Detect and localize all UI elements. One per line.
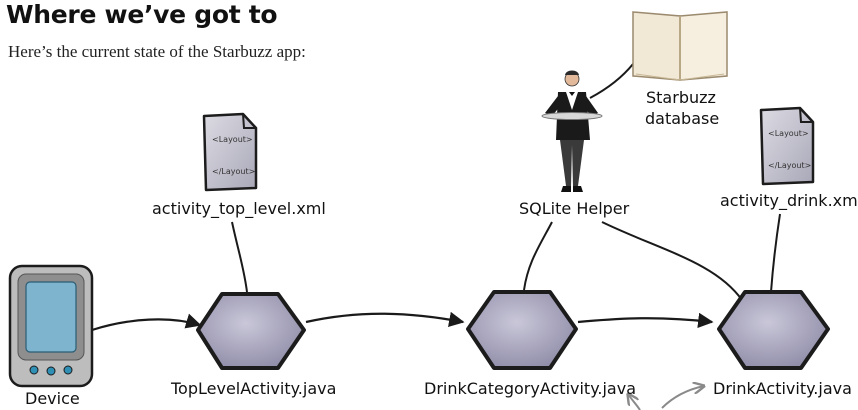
layout-close-tag: </Layout> (212, 167, 255, 176)
line-helper-to-category (523, 221, 553, 291)
line-drink-xml-to-drink-activity (770, 213, 781, 293)
drink-activity-label: DrinkActivity.java (713, 379, 852, 398)
top-level-activity-label: TopLevelActivity.java (171, 379, 337, 398)
drink-category-activity-label: DrinkCategoryActivity.java (424, 379, 636, 398)
sqlite-helper-label: SQLite Helper (519, 199, 630, 218)
intro-text: Here’s the current state of the Starbuzz… (8, 42, 306, 61)
arrow-device-to-top-activity (91, 313, 202, 332)
starbuzz-database-label-line2: database (645, 109, 720, 128)
line-helper-to-drink-activity (601, 221, 743, 301)
layout-open-tag: <Layout> (768, 129, 809, 138)
partial-arrow-left (628, 394, 641, 410)
layout-document-icon-top: <Layout> </Layout> (202, 112, 258, 192)
page-title: Where we’ve got to (6, 0, 278, 29)
drink-activity-hexagon (717, 290, 830, 370)
partial-arrow-right (661, 386, 704, 409)
flow-arrows (91, 311, 714, 332)
arrow-top-to-category (305, 311, 465, 327)
activity-top-level-hexagon (196, 292, 306, 370)
book-icon (632, 11, 728, 81)
waiter-icon (541, 70, 603, 192)
device-icon (8, 264, 94, 388)
top-level-xml-label: activity_top_level.xml (152, 199, 326, 218)
line-waiter-to-book (589, 63, 634, 99)
drink-category-activity-hexagon (466, 290, 578, 370)
connector-lines (231, 63, 781, 301)
drink-xml-label: activity_drink.xml (720, 191, 858, 210)
device-label: Device (25, 389, 80, 408)
arrow-category-to-drink (577, 312, 714, 329)
partial-arrows (628, 386, 704, 410)
layout-document-icon-drink: <Layout> </Layout> (759, 106, 815, 186)
layout-close-tag: </Layout> (768, 161, 811, 170)
line-top-xml-to-top-activity (231, 221, 248, 293)
layout-open-tag: <Layout> (212, 135, 253, 144)
starbuzz-database-label-line1: Starbuzz (646, 88, 716, 107)
